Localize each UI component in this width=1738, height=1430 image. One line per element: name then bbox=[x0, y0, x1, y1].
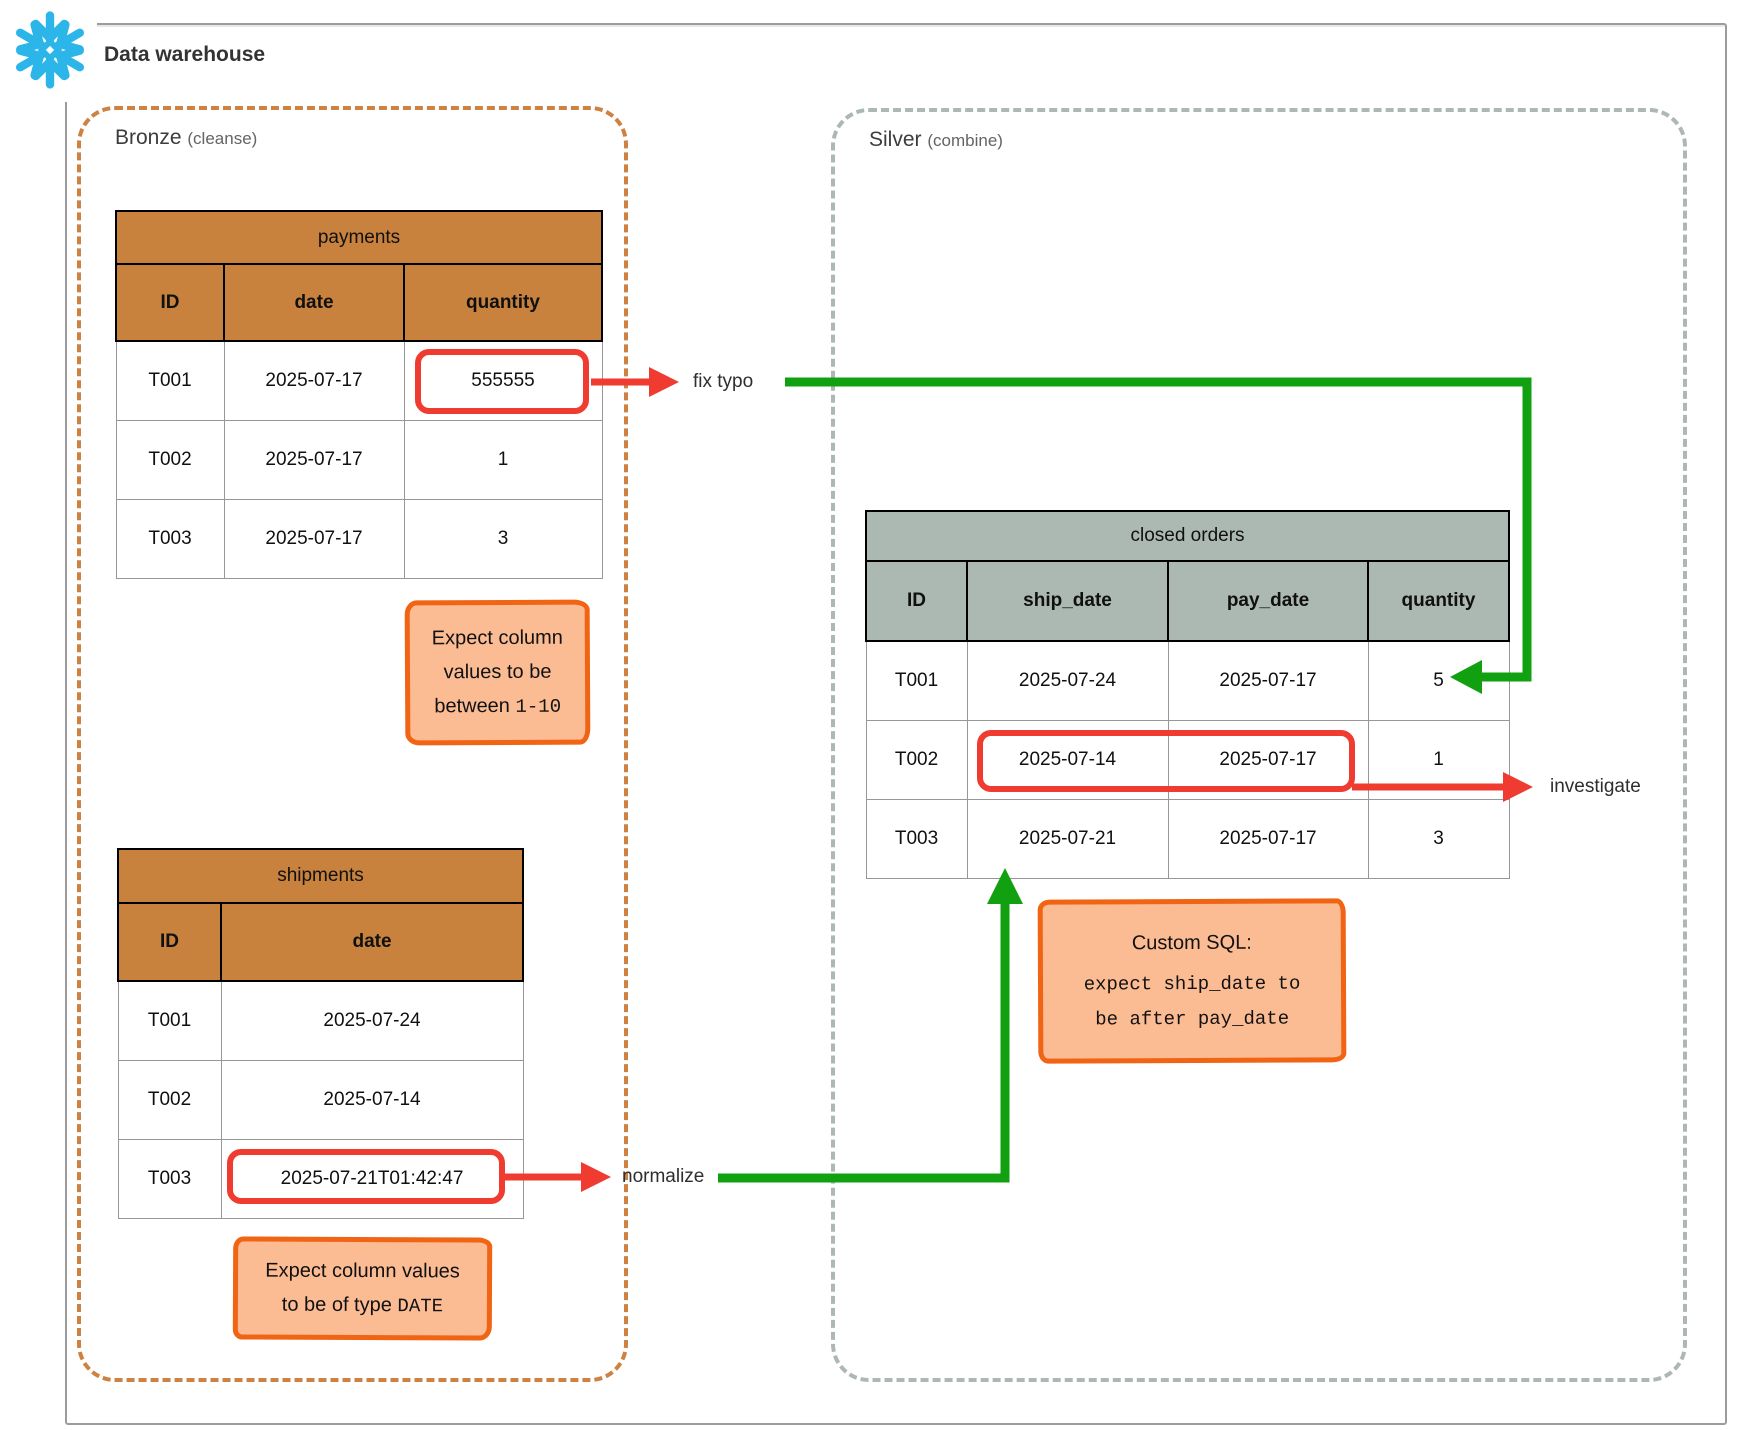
table-cell: T001 bbox=[115, 340, 225, 421]
table-cell: 2025-07-24 bbox=[966, 640, 1169, 721]
note-code: expect ship_date to bbox=[1083, 972, 1301, 995]
note-line: values to be bbox=[443, 660, 552, 684]
normalize-label: normalize bbox=[622, 1166, 705, 1187]
table-cell: 2025-07-21 bbox=[966, 798, 1169, 879]
snowflake-logo-icon bbox=[15, 11, 85, 89]
table-cell: T003 bbox=[117, 1138, 222, 1219]
highlight-box-quantity-typo bbox=[415, 349, 589, 414]
closed-orders-table: closed orders ID ship_date pay_date quan… bbox=[865, 510, 1510, 879]
column-header: ID bbox=[865, 560, 968, 642]
note-line: to be of type DATE bbox=[282, 1288, 443, 1324]
logo-block bbox=[0, 0, 97, 102]
note-text: to be of type bbox=[281, 1293, 398, 1317]
note-code: DATE bbox=[397, 1295, 444, 1318]
table-cell: 2025-07-17 bbox=[223, 419, 405, 500]
note-code: be after pay_date bbox=[1095, 1007, 1290, 1030]
table-row: T002 2025-07-14 bbox=[117, 1059, 524, 1140]
column-header: ID bbox=[115, 263, 225, 342]
silver-label-text: Silver bbox=[869, 128, 922, 151]
note-line: Expect column bbox=[431, 626, 563, 650]
investigate-label: investigate bbox=[1550, 776, 1641, 797]
note-line: Custom SQL: bbox=[1131, 931, 1252, 954]
column-header: ship_date bbox=[966, 560, 1169, 642]
bronze-label-text: Bronze bbox=[115, 126, 182, 149]
table-cell: T002 bbox=[117, 1059, 222, 1140]
table-cell: 2025-07-17 bbox=[223, 340, 405, 421]
page-title: Data warehouse bbox=[104, 43, 266, 66]
table-cell: 2025-07-17 bbox=[1167, 798, 1369, 879]
table-cell: T001 bbox=[117, 980, 222, 1061]
fix-typo-label: fix typo bbox=[693, 371, 754, 392]
expectation-note-range: Expect column values to be between 1-10 bbox=[404, 599, 591, 746]
table-cell: T002 bbox=[865, 719, 968, 800]
note-code: 1-10 bbox=[515, 695, 562, 718]
table-title: shipments bbox=[116, 848, 525, 904]
payments-table: payments ID date quantity T001 2025-07-1… bbox=[115, 210, 603, 579]
silver-zone: Silver (combine) bbox=[831, 108, 1687, 1382]
table-cell: 2025-07-24 bbox=[220, 980, 524, 1061]
table-cell: T002 bbox=[115, 419, 225, 500]
table-cell: 1 bbox=[1367, 719, 1510, 800]
table-cell: T003 bbox=[865, 798, 968, 879]
table-row: T001 2025-07-24 2025-07-17 5 bbox=[865, 640, 1510, 721]
expectation-note-type: Expect column values to be of type DATE bbox=[232, 1236, 493, 1341]
table-cell: 3 bbox=[403, 498, 603, 579]
highlight-box-timestamp bbox=[227, 1149, 505, 1204]
column-header: date bbox=[219, 902, 525, 982]
column-header: quantity bbox=[403, 263, 603, 342]
silver-zone-label: Silver (combine) bbox=[869, 128, 1003, 152]
table-row: T003 2025-07-17 3 bbox=[115, 498, 603, 579]
table-row: T003 2025-07-21 2025-07-17 3 bbox=[865, 798, 1510, 879]
table-row: T001 2025-07-24 bbox=[117, 980, 524, 1061]
table-cell: 5 bbox=[1367, 640, 1510, 721]
column-header: ID bbox=[117, 902, 222, 982]
table-cell: T001 bbox=[865, 640, 968, 721]
table-cell: 2025-07-17 bbox=[1167, 640, 1369, 721]
note-line: Expect column values bbox=[265, 1259, 460, 1283]
bronze-zone: Bronze (cleanse) bbox=[77, 106, 628, 1382]
table-title: payments bbox=[115, 210, 603, 265]
table-cell: 2025-07-14 bbox=[220, 1059, 524, 1140]
table-cell: 1 bbox=[403, 419, 603, 500]
custom-sql-note: Custom SQL: expect ship_date to be after… bbox=[1037, 898, 1347, 1064]
table-cell: 3 bbox=[1367, 798, 1510, 879]
column-header: date bbox=[223, 263, 405, 342]
table-cell: 2025-07-17 bbox=[223, 498, 405, 579]
table-row: T002 2025-07-17 1 bbox=[115, 419, 603, 500]
table-title: closed orders bbox=[865, 510, 1510, 562]
silver-sublabel-text: (combine) bbox=[927, 131, 1003, 150]
note-text: between bbox=[434, 694, 516, 718]
bronze-sublabel-text: (cleanse) bbox=[187, 129, 258, 148]
bronze-zone-label: Bronze (cleanse) bbox=[115, 126, 257, 150]
table-cell: T003 bbox=[115, 498, 225, 579]
note-line: between 1-10 bbox=[434, 689, 561, 725]
column-header: pay_date bbox=[1167, 560, 1369, 642]
highlight-box-date-conflict bbox=[977, 730, 1355, 792]
column-header: quantity bbox=[1367, 560, 1510, 642]
shipments-table: shipments ID date T001 2025-07-24 T002 2… bbox=[116, 848, 525, 1219]
